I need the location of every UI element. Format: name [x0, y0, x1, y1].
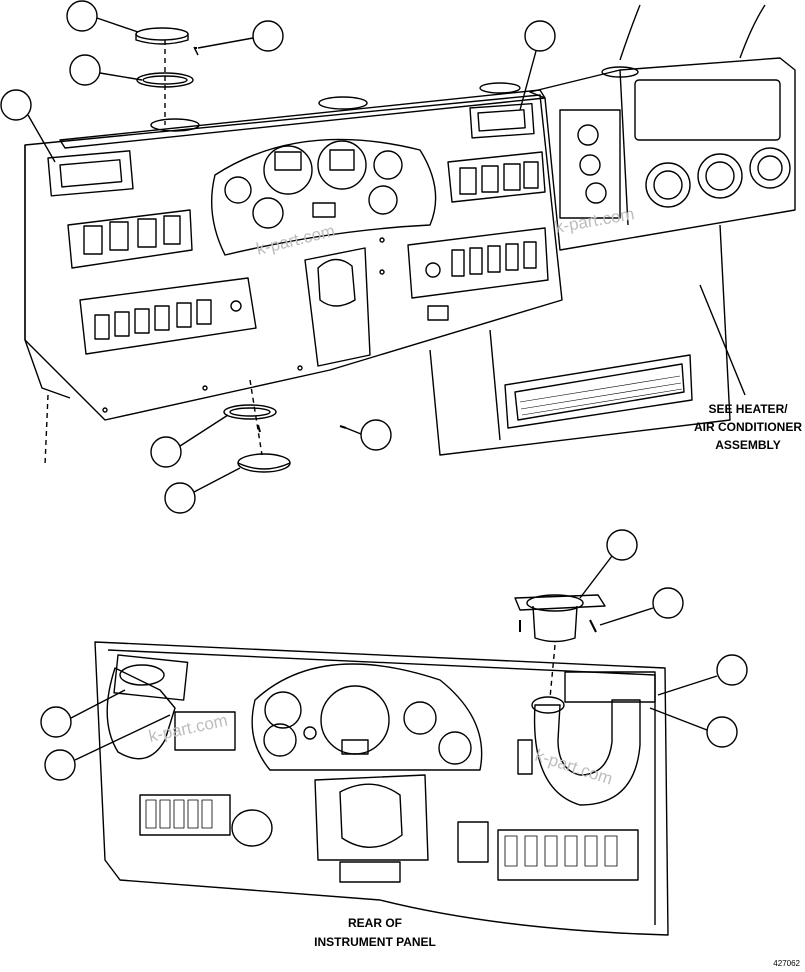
heater-note-line-1: SEE HEATER/: [708, 402, 788, 416]
figure-code: 427062: [773, 959, 800, 968]
front-instrument-panel: [24, 66, 639, 421]
rear-note-line-2: INSTRUMENT PANEL: [314, 935, 436, 949]
heater-ac-housing: [429, 4, 796, 456]
callouts-top: [0, 0, 556, 514]
watermark-1: k-part.com: [254, 221, 337, 259]
watermark-2: k-part.com: [553, 204, 635, 237]
watermark-4: k-part.com: [533, 746, 615, 789]
callouts-bottom: [40, 529, 748, 781]
heater-note-line-2: AIR CONDITIONER: [694, 420, 802, 434]
rear-note-line-1: REAR OF: [348, 916, 402, 930]
heater-pointer-line: [699, 284, 746, 396]
heater-note-line-3: ASSEMBLY: [715, 438, 781, 452]
rear-note: REAR OF INSTRUMENT PANEL: [314, 916, 436, 949]
exploded-parts-top: [44, 27, 347, 473]
heater-note: SEE HEATER/ AIR CONDITIONER ASSEMBLY: [694, 402, 802, 452]
watermark-3: k-part.com: [147, 711, 229, 746]
rear-instrument-panel: [94, 594, 669, 936]
